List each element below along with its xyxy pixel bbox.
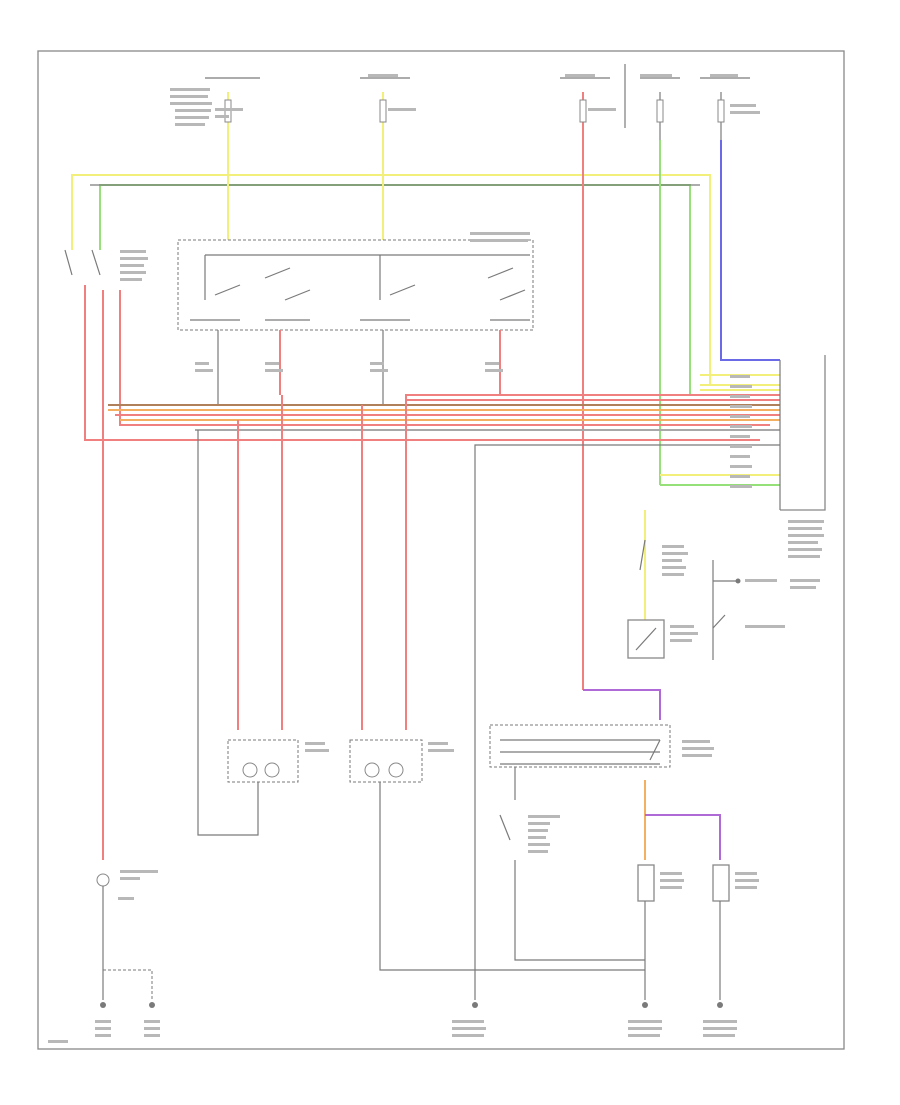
ground-4 — [642, 1002, 648, 1008]
left-headlight — [197, 395, 299, 836]
fuse-symbols — [224, 99, 725, 123]
dimmer-switch-lower — [499, 814, 645, 961]
fuse-4 — [656, 99, 664, 123]
ground-3 — [472, 1002, 478, 1008]
ground-2 — [149, 1002, 155, 1008]
wire-harness — [108, 374, 780, 486]
light-control-switch — [177, 239, 534, 331]
illegible-labels — [48, 74, 824, 1043]
fuse-2 — [379, 99, 387, 123]
ground-5 — [717, 1002, 723, 1008]
switch-outputs — [217, 330, 501, 405]
brake-fluid-switch — [96, 873, 153, 1000]
ground-1 — [100, 1002, 106, 1008]
diagram-border — [37, 50, 845, 1050]
fuse-3 — [579, 99, 587, 123]
dimmer-switch — [64, 249, 770, 860]
fuse-5 — [717, 99, 725, 123]
right-headlight — [349, 395, 645, 971]
parking-brake-switch — [627, 619, 665, 659]
light-retainer-relay — [474, 450, 671, 1000]
grounds — [100, 1002, 723, 1008]
left-front-light — [637, 864, 655, 902]
brake-switches — [627, 510, 741, 660]
right-front-light — [712, 864, 730, 902]
front-lights — [637, 780, 730, 1000]
daytime-running-light-relay — [779, 355, 826, 511]
